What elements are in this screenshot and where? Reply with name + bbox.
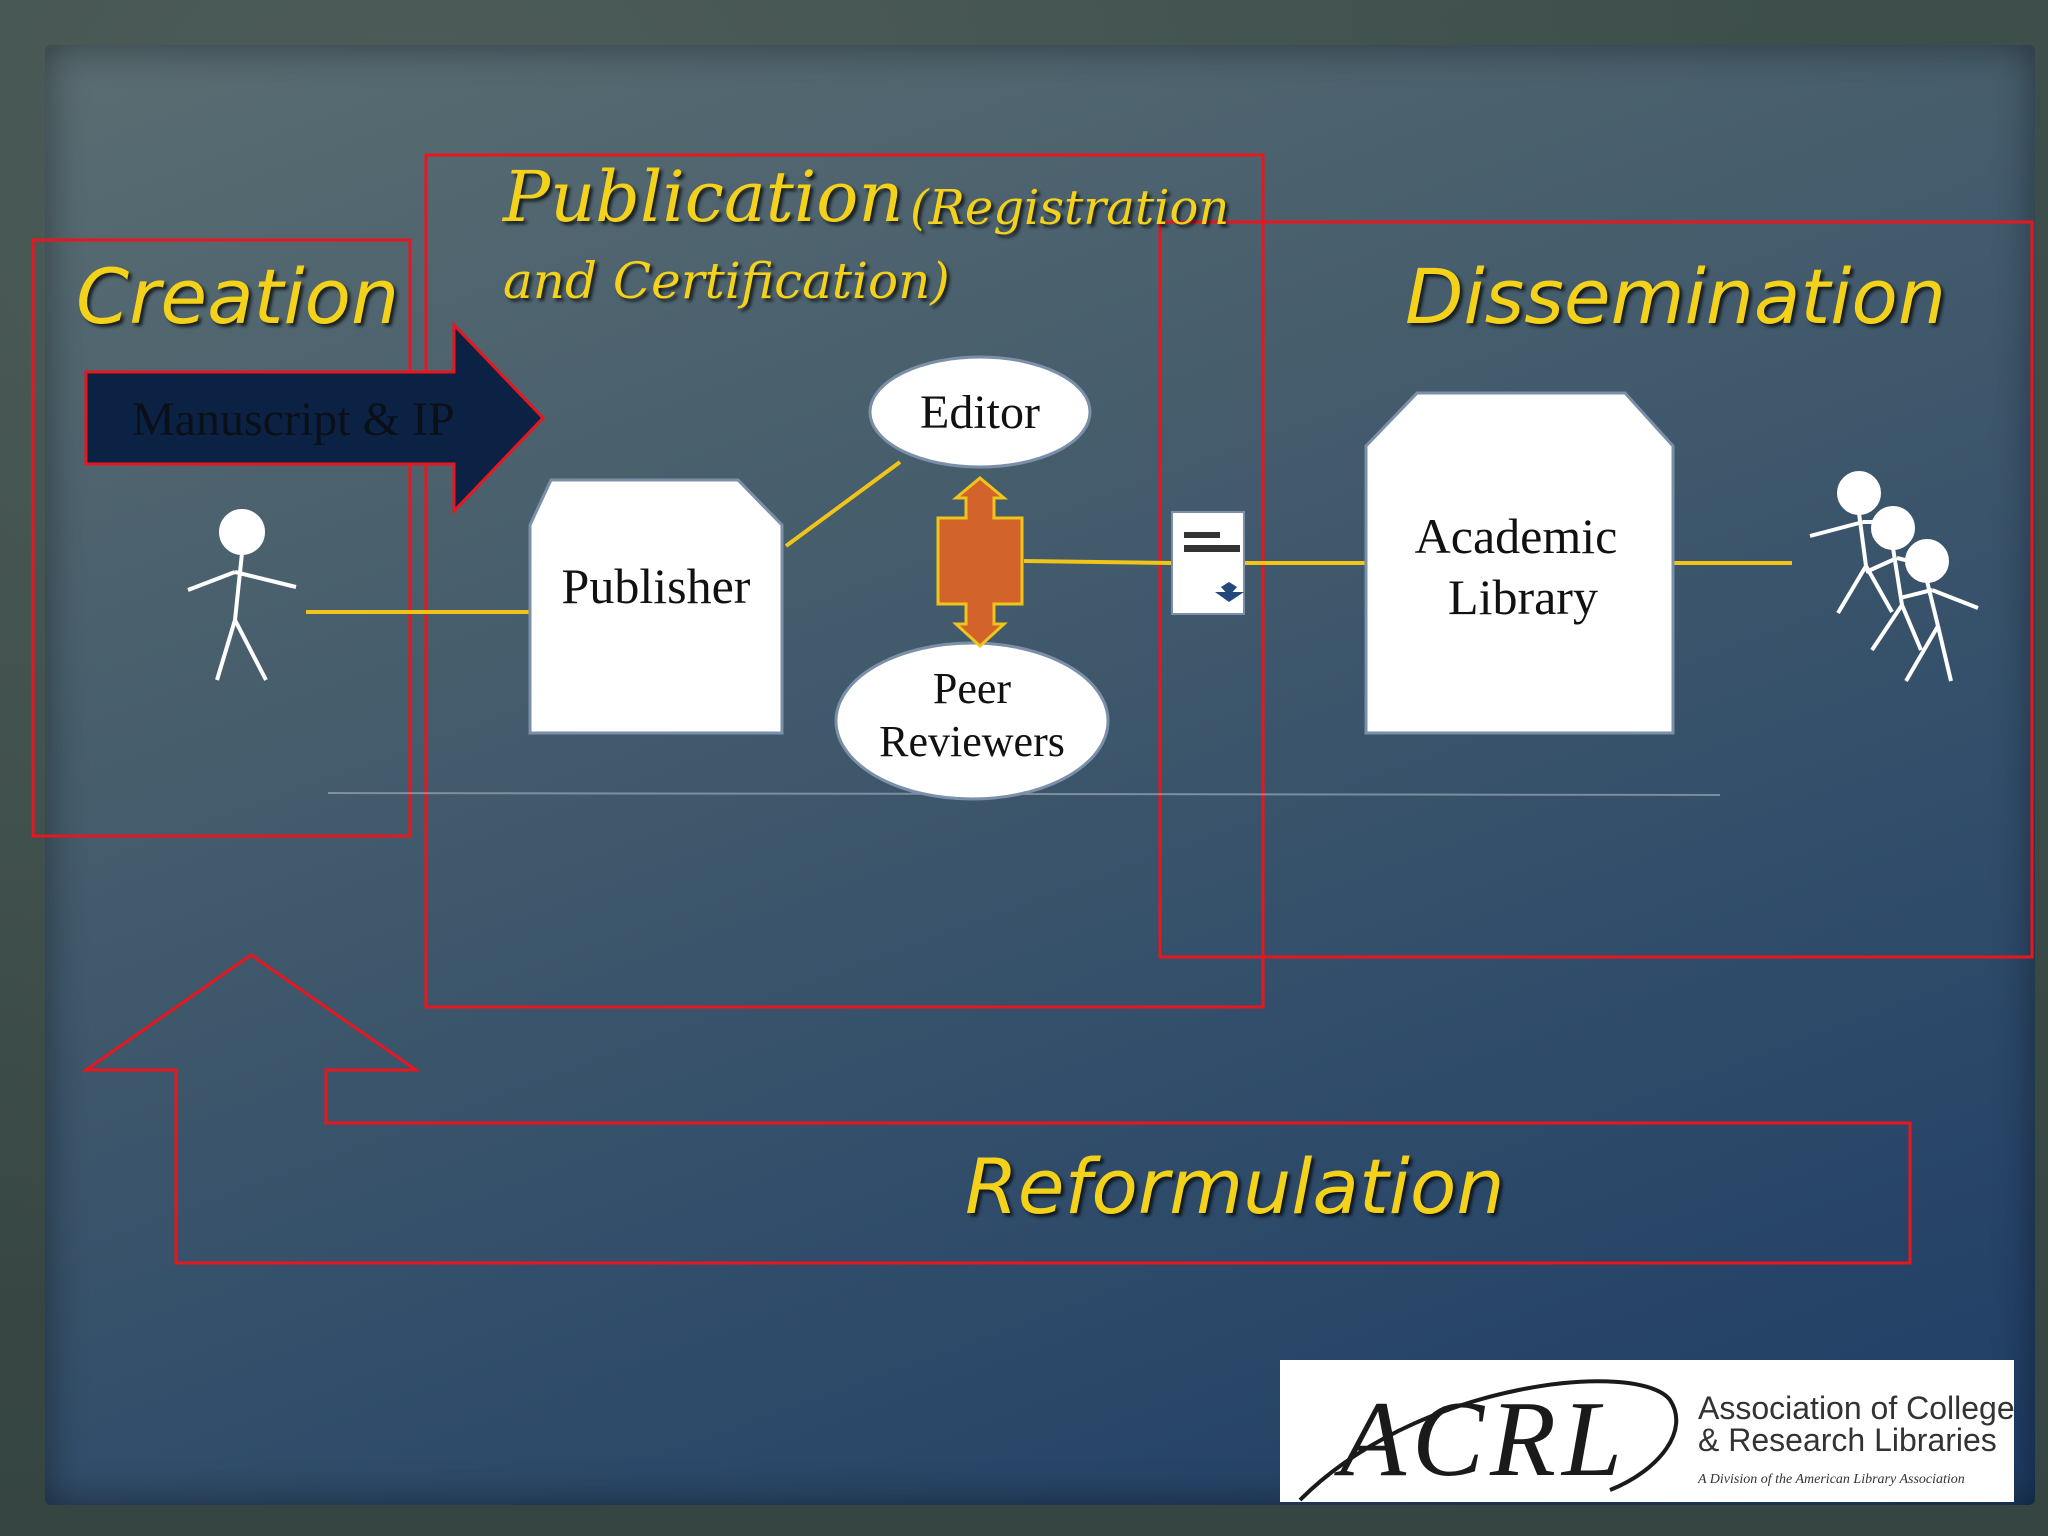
logo-mark: ACRL bbox=[1340, 1380, 1629, 1499]
publication-subtitle-line2: and Certification) bbox=[503, 252, 950, 310]
peer-reviewers-label-line2: Reviewers bbox=[879, 717, 1065, 766]
journal-icon bbox=[1171, 511, 1245, 615]
peer-reviewers-label-line1: Peer bbox=[932, 664, 1012, 713]
publisher-shape bbox=[528, 478, 784, 735]
readers-figure bbox=[1809, 471, 1979, 683]
creation-title: Creation bbox=[76, 252, 400, 341]
logo-text-line2: & Research Libraries bbox=[1698, 1422, 1997, 1458]
dissemination-title: Dissemination bbox=[1405, 252, 1947, 341]
logo-text-line1: Association of College bbox=[1698, 1390, 2015, 1426]
manuscript-arrow bbox=[84, 321, 546, 515]
review-journal-connector bbox=[1023, 559, 1173, 565]
editor-ellipse bbox=[868, 355, 1092, 469]
editor-label: Editor bbox=[920, 386, 1040, 439]
publication-title: Publication bbox=[503, 156, 904, 238]
manuscript-arrow-label: Manuscript & IP bbox=[132, 393, 455, 446]
logo-text-line3: A Division of the American Library Assoc… bbox=[1698, 1472, 1965, 1487]
peer-reviewers-ellipse bbox=[834, 641, 1110, 801]
logo-swoosh bbox=[1298, 1379, 1679, 1502]
reformulation-title: Reformulation bbox=[965, 1142, 1505, 1231]
reformulation-arrow bbox=[81, 953, 1912, 1265]
dissemination-box bbox=[1158, 220, 2034, 959]
publication-subtitle-line1: (Registration bbox=[910, 180, 1230, 236]
library-shape bbox=[1364, 391, 1675, 735]
creation-box bbox=[31, 238, 412, 838]
library-label-line1: Academic bbox=[1414, 508, 1618, 564]
publisher-label: Publisher bbox=[561, 558, 751, 614]
review-double-arrow bbox=[936, 476, 1024, 649]
library-label-line2: Library bbox=[1448, 569, 1598, 625]
publication-box bbox=[424, 153, 1265, 1009]
author-figure bbox=[187, 509, 297, 681]
acrl-logo: ACRL Association of College & Research L… bbox=[1280, 1360, 2015, 1502]
publisher-editor-connector bbox=[784, 460, 902, 548]
